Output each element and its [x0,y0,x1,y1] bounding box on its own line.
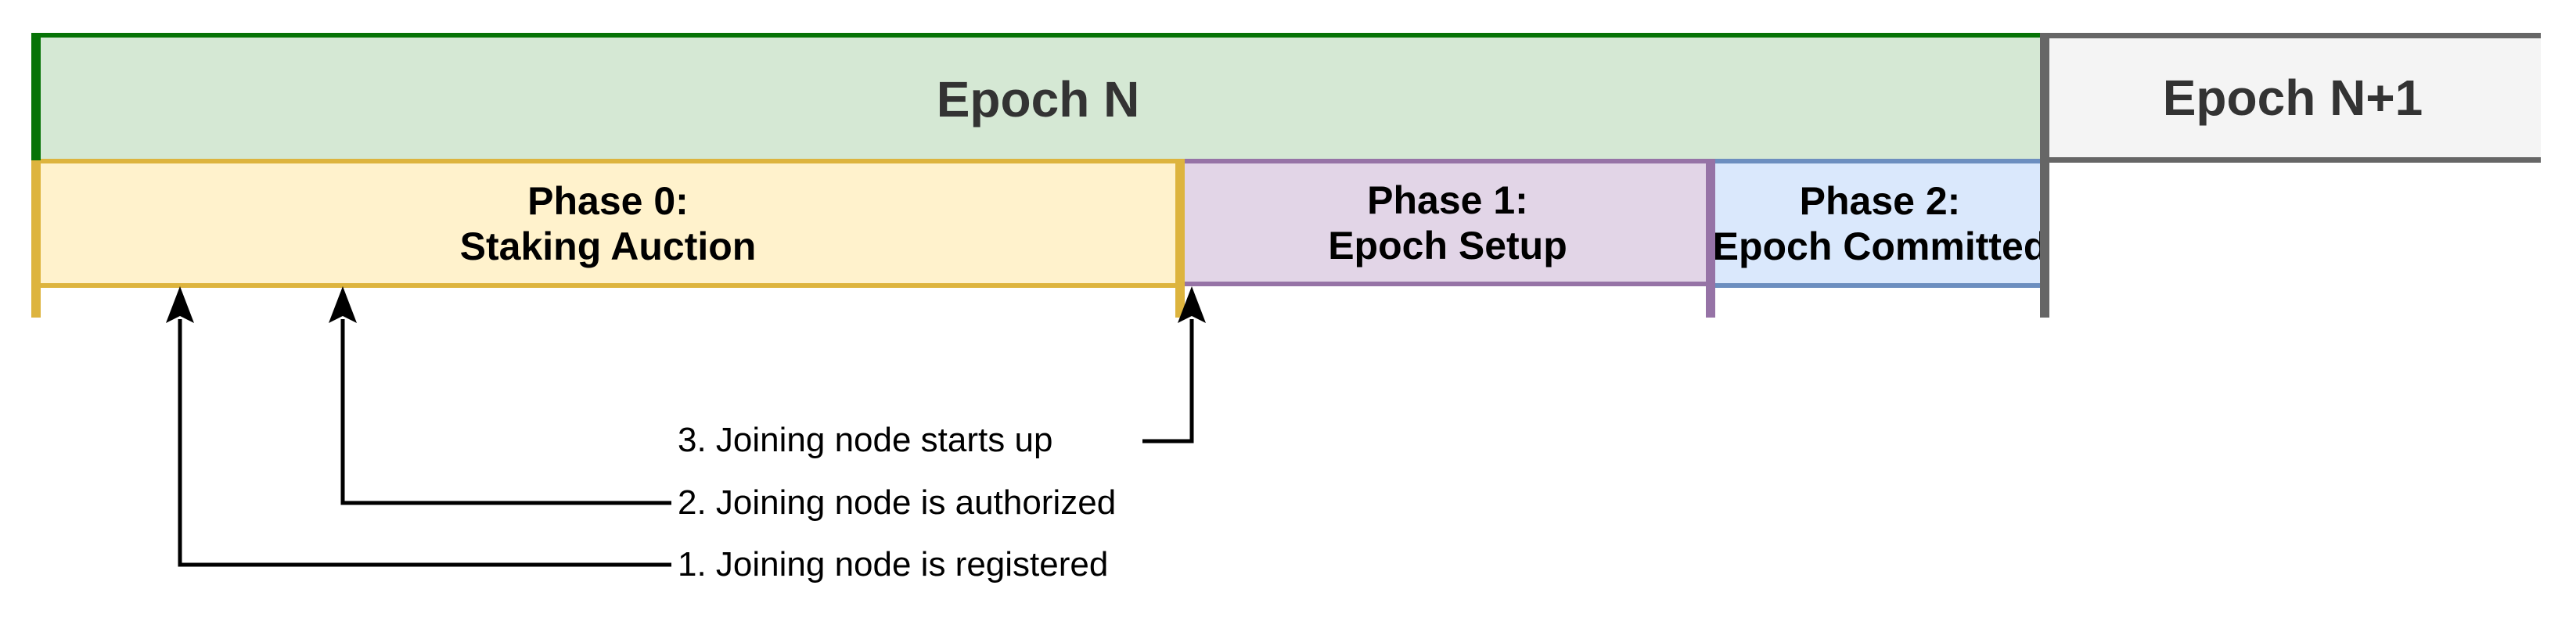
phase-0-start-marker [31,160,41,318]
phase-0-subtitle: Staking Auction [459,224,757,268]
phase-0-staking-auction-box: Phase 0: Staking Auction [31,159,1185,288]
phase-1-title: Phase 1: [1367,178,1528,222]
annotation-joining-node-authorized: 2. Joining node is authorized [678,483,1117,522]
phase-1-end-marker [1706,159,1715,318]
arrow-1-line [178,319,671,567]
epoch-boundary-divider [2040,33,2049,318]
phase-1-epoch-setup-box: Phase 1: Epoch Setup [1180,159,1715,286]
arrow-2-line [340,319,671,505]
epoch-n-plus-1-label: Epoch N+1 [2162,70,2423,126]
phase-0-end-marker [1175,159,1185,318]
epoch-n-label: Epoch N [936,70,1140,127]
annotation-joining-node-starts-up: 3. Joining node starts up [678,421,1053,459]
phase-2-epoch-committed-box: Phase 2: Epoch Committed [1712,159,2048,288]
annotation-joining-node-registered: 1. Joining node is registered [678,545,1109,584]
phase-2-subtitle: Epoch Committed [1712,224,2048,268]
epoch-n-start-marker [31,33,41,160]
epoch-n-plus-1-bar: Epoch N+1 [2045,33,2541,163]
phase-2-title: Phase 2: [1799,178,1961,223]
epoch-n-bar: Epoch N [31,33,2045,160]
phase-1-subtitle: Epoch Setup [1328,223,1567,268]
arrow-3-line [1142,319,1194,443]
arrow-1-head-icon [166,286,194,323]
arrow-2-head-icon [329,286,357,323]
phase-0-title: Phase 0: [527,178,689,223]
